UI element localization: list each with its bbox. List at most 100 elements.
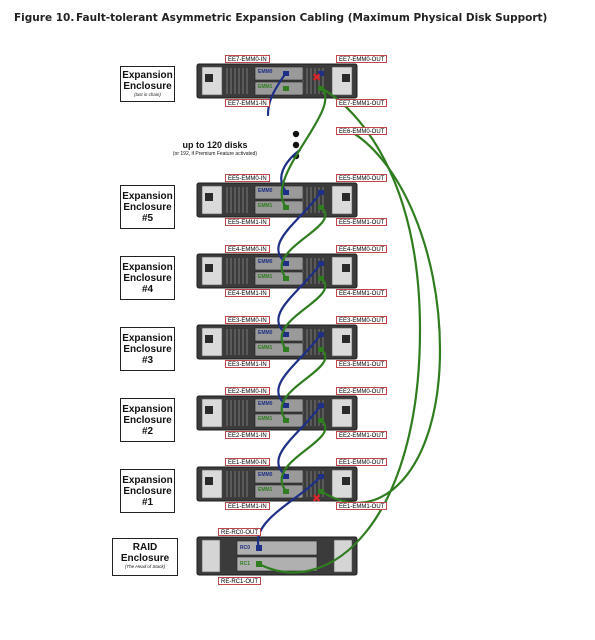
port-tag-emm1-in: EE5-EMM1-IN	[225, 218, 270, 226]
module-label-emm0: EMM0	[258, 401, 273, 407]
port-tag-emm0-in: EE5-EMM0-IN	[225, 174, 270, 182]
enclosure-label-line: Enclosure	[123, 202, 172, 213]
port-tag-emm0-out: EE3-EMM0-OUT	[336, 316, 388, 324]
power-socket-icon	[342, 477, 350, 485]
enclosure-label-line: #5	[141, 213, 154, 224]
enclosure-chassis	[196, 63, 358, 99]
enclosure-label-line: #2	[141, 426, 154, 437]
green-cable-daisy-chain	[280, 418, 327, 493]
power-socket-icon	[342, 406, 350, 414]
blue-cable-daisy-chain	[277, 403, 323, 478]
enclosure-sublabel: (The Head of Stack)	[124, 564, 166, 569]
port-tag-emm0-in: EE3-EMM0-IN	[225, 316, 270, 324]
enclosure-label-line: Expansion	[122, 262, 173, 273]
figure-number: Figure 10.	[14, 12, 75, 24]
enclosure-label-line: RAID	[132, 542, 158, 553]
port-tag-emm1-in: EE1-EMM1-IN	[225, 502, 270, 510]
enclosure-chassis	[196, 324, 358, 360]
port-tag-emm0-out: EE4-EMM0-OUT	[336, 245, 388, 253]
enclosure-label-line: #3	[141, 355, 154, 366]
port-tag-ee6-emm0-out: EE6-EMM0-OUT	[336, 127, 388, 135]
module-top-tray	[254, 185, 304, 200]
chassis-body	[196, 63, 358, 99]
module-label-emm0: EMM0	[258, 69, 273, 75]
green-cable-daisy-chain	[280, 276, 327, 351]
raid-chassis	[196, 536, 358, 576]
port-emm1-in	[283, 86, 289, 91]
figure-title: Fault-tolerant Asymmetric Expansion Cabl…	[76, 12, 548, 24]
module-label-emm1: EMM1	[258, 203, 273, 209]
continuation-dot	[292, 141, 300, 149]
controller-top	[236, 540, 318, 556]
enclosure-label-line: Expansion	[122, 475, 173, 486]
power-socket-icon	[205, 193, 213, 201]
psu-right	[333, 539, 353, 573]
disconnect-marker-icon: ✖	[312, 71, 321, 84]
port-tag-emm0-in: EE1-EMM0-IN	[225, 458, 270, 466]
enclosure-label-line: Expansion	[122, 333, 173, 344]
module-top-tray	[254, 398, 304, 413]
port-tag-emm1-out: EE7-EMM1-OUT	[336, 99, 388, 107]
module-label-emm1: EMM1	[258, 274, 273, 280]
chassis-body	[196, 182, 358, 218]
blue-cable-daisy-chain	[277, 332, 323, 407]
port-tag-emm0-in: EE2-EMM0-IN	[225, 387, 270, 395]
green-cable-daisy-chain	[280, 347, 327, 422]
power-socket-icon	[205, 406, 213, 414]
port-tag-emm1-out: EE2-EMM1-OUT	[336, 431, 388, 439]
enclosure-label-line: Enclosure	[123, 415, 172, 426]
power-socket-icon	[342, 193, 350, 201]
module-top-tray	[254, 469, 304, 484]
port-tag-emm1-in: EE7-EMM1-IN	[225, 99, 270, 107]
power-socket-icon	[205, 74, 213, 82]
figure-caption: Figure 10.Fault-tolerant Asymmetric Expa…	[14, 12, 547, 24]
capacity-note-main: up to 120 disks	[182, 140, 248, 150]
enclosure-chassis	[196, 182, 358, 218]
enclosure-label-line: Expansion	[122, 191, 173, 202]
module-label-emm1: EMM1	[258, 84, 273, 90]
enclosure-label-line: Enclosure	[123, 81, 172, 92]
module-top-tray	[254, 327, 304, 342]
enclosure-chassis	[196, 253, 358, 289]
module-label-emm0: EMM0	[258, 330, 273, 336]
power-socket-icon	[342, 74, 350, 82]
port-tag-emm0-out: EE5-EMM0-OUT	[336, 174, 388, 182]
port-tag-emm0-in: EE7-EMM0-IN	[225, 55, 270, 63]
module-top-tray	[254, 256, 304, 271]
power-socket-icon	[205, 335, 213, 343]
module-bottom-tray	[254, 413, 304, 428]
port-tag-emm0-in: EE4-EMM0-IN	[225, 245, 270, 253]
module-label-emm0: EMM0	[258, 188, 273, 194]
capacity-note: up to 120 disks (or 192, if Premium Feat…	[150, 140, 280, 157]
power-socket-icon	[205, 477, 213, 485]
chassis-body	[196, 253, 358, 289]
blue-cable-last-in	[266, 71, 288, 117]
green-cable-daisy-chain	[280, 86, 327, 209]
enclosure-sublabel: (last in chain)	[134, 92, 161, 97]
module-bottom-tray	[254, 200, 304, 215]
green-cable-ee6-long	[319, 129, 442, 504]
port-tag-emm1-in: EE2-EMM1-IN	[225, 431, 270, 439]
module-label-rc1: RC1	[240, 561, 251, 567]
blue-cable-daisy-chain	[277, 190, 323, 265]
psu-left	[201, 539, 221, 573]
blue-cable-daisy-chain	[277, 261, 323, 336]
port-tag-emm1-out: EE5-EMM1-OUT	[336, 218, 388, 226]
module-label-emm0: EMM0	[258, 259, 273, 265]
port-tag-rc1-out: RE-RC1-OUT	[218, 577, 261, 585]
port-tag-emm1-out: EE4-EMM1-OUT	[336, 289, 388, 297]
module-top-tray	[254, 66, 304, 81]
port-tag-emm1-out: EE1-EMM1-OUT	[336, 502, 388, 510]
enclosure-label-line: Enclosure	[120, 553, 170, 564]
port-tag-emm1-out: EE3-EMM1-OUT	[336, 360, 388, 368]
enclosure-label-line: Expansion	[122, 70, 173, 81]
enclosure-chassis	[196, 466, 358, 502]
